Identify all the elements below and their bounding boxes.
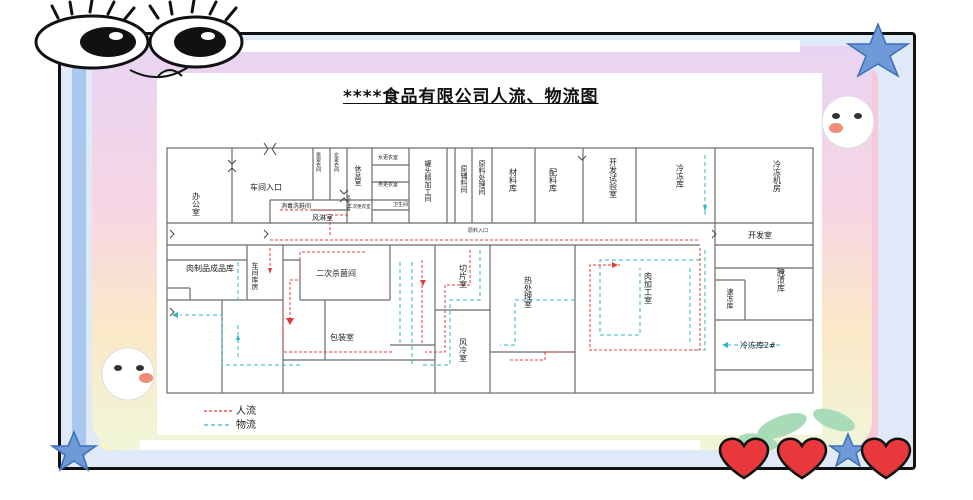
room-material-store: 材料库: [509, 167, 518, 193]
room-dev-room: 开发室: [748, 230, 772, 240]
room-heat-treatment: 热处理室: [524, 275, 533, 308]
flow-arrows: [172, 205, 728, 348]
room-male-changing: 男更衣室: [378, 181, 398, 188]
room-disinfect: 消毒洗鞋间: [281, 202, 311, 210]
room-air-cooling: 风冷室: [459, 338, 468, 362]
room-rest: 休息室: [354, 164, 362, 186]
room-cold-store-2: 冷冻库2#: [740, 340, 776, 350]
room-workshop-store: 车间库房: [251, 261, 259, 291]
room-raw-processing: 原料处理间: [478, 160, 486, 196]
room-air-shower: 风淋室: [312, 213, 333, 222]
legend-people-label: 人流: [236, 404, 256, 417]
room-wash: 洗手消毒: [347, 194, 352, 212]
material-flow-path: [180, 155, 780, 366]
room-mw2: 女更衣间: [333, 151, 339, 173]
page-title: ****食品有限公司人流、物流图: [343, 87, 599, 107]
room-toilet: 卫生间: [393, 201, 408, 208]
frame-stripe-bottom: [140, 440, 700, 450]
room-can-head: 罐头精加工间: [424, 159, 432, 203]
room-female-changing: 女更衣室: [378, 154, 398, 161]
room-meat-processing: 肉加工室: [644, 271, 653, 304]
room-dev-lab: 开发试验室: [609, 158, 618, 198]
room-raw-ingredients: 原辅料间: [460, 165, 468, 194]
room-mw1: 男更衣间: [315, 152, 321, 173]
room-packing: 包装室: [330, 332, 354, 342]
legend: 人流 物流: [204, 404, 256, 431]
cartoon-eyes: [34, 0, 244, 79]
legend-material-label: 物流: [236, 418, 256, 431]
cartoon-faces: [101, 95, 875, 401]
room-freezer-room: 冷冻机房: [773, 159, 782, 193]
room-second-changing: 二次更衣室: [348, 203, 371, 210]
room-workshop-entrance: 车间入口: [250, 182, 282, 192]
room-material-entrance: 原料入口: [468, 227, 488, 234]
room-quick-freeze: 速冻库: [726, 288, 734, 310]
room-office: 办公室: [192, 191, 201, 216]
room-cold-store: 冷冻库: [676, 163, 685, 189]
room-pickling-store: 腌渍库: [777, 267, 786, 293]
room-second-sterilization: 二次杀菌间: [316, 268, 356, 278]
frame-stripe-blue: [72, 44, 86, 456]
room-labels: 办公室 车间入口 消毒洗鞋间 风淋室 男更衣间 女更衣间 休息室 女更衣室 男更…: [186, 151, 786, 362]
room-slicing: 切片室: [459, 264, 468, 288]
frame-stripe-top: [240, 40, 800, 52]
room-meat-product-store: 肉制品成品库: [186, 263, 234, 273]
room-seasoning-store: 配料库: [549, 168, 558, 193]
door-symbols: [169, 142, 717, 317]
people-flow-path: [269, 209, 701, 361]
red-hearts: [718, 437, 912, 480]
walls: [166, 147, 814, 394]
